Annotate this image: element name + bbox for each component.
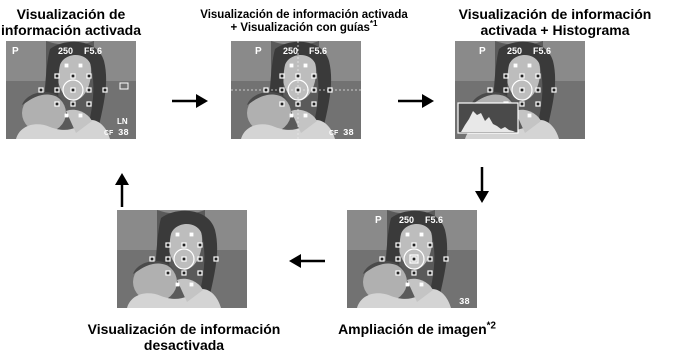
caption-line: + Visualización con guías xyxy=(230,22,370,35)
caption-line: desactivada xyxy=(143,337,225,354)
count-text: 38 xyxy=(459,297,470,307)
aperture-text: F5.6 xyxy=(309,46,327,56)
caption-line: Visualización de información activada xyxy=(200,9,408,21)
lcd-panel-info-guides: P 250 F5.6 CF 38 xyxy=(231,41,361,139)
caption-line: activada + Histograma xyxy=(480,22,630,39)
aperture-text: F5.6 xyxy=(425,215,443,225)
caption-line: Visualización de xyxy=(16,6,126,22)
zoom-frame-icon xyxy=(409,254,419,264)
caption-line: Visualización de información xyxy=(87,321,281,337)
caption-info-off: Visualización de información desactivada xyxy=(68,321,300,353)
shutter-text: 250 xyxy=(58,46,73,56)
lcd-panel-zoom: P 250 F5.6 38 xyxy=(347,210,477,308)
caption-info-guides: Visualización de información activada + … xyxy=(186,9,422,35)
count-text: 38 xyxy=(343,128,354,138)
arrow-left-icon xyxy=(289,254,325,268)
caption-line: Ampliación de imagen xyxy=(338,321,487,337)
mode-text: P xyxy=(12,46,19,57)
caption-line: Visualización de información xyxy=(458,6,652,22)
mode-text: P xyxy=(375,215,382,226)
count-text: 38 xyxy=(118,128,129,138)
caption-info-histogram: Visualización de información activada + … xyxy=(446,6,664,38)
footnote-mark: *2 xyxy=(486,320,496,332)
caption-line: información activada xyxy=(0,22,142,39)
mode-text: P xyxy=(479,46,486,57)
caption-info-on: Visualización de información activada xyxy=(0,6,142,38)
card-text: CF xyxy=(329,130,339,137)
lcd-panel-info-histogram: P 250 F5.6 xyxy=(455,41,585,139)
mode-text: P xyxy=(255,46,262,57)
caption-zoom: Ampliación de imagen*2 xyxy=(322,321,512,337)
shutter-text: 250 xyxy=(399,215,414,225)
arrow-right-icon xyxy=(172,94,208,108)
footnote-mark: *1 xyxy=(369,19,378,29)
arrow-up-icon xyxy=(115,173,129,207)
lcd-panel-info-off xyxy=(117,210,247,308)
quality-text: LN xyxy=(117,117,128,126)
arrow-down-icon xyxy=(475,167,489,203)
lcd-panel-info-on: P 250 F5.6 LN CF 38 xyxy=(6,41,136,139)
shutter-text: 250 xyxy=(507,46,522,56)
aperture-text: F5.6 xyxy=(533,46,551,56)
arrow-right-icon xyxy=(398,94,434,108)
card-text: CF xyxy=(104,130,114,137)
histogram-icon xyxy=(457,102,519,134)
aperture-text: F5.6 xyxy=(84,46,102,56)
shutter-text: 250 xyxy=(283,46,298,56)
wb-icon xyxy=(119,82,129,90)
